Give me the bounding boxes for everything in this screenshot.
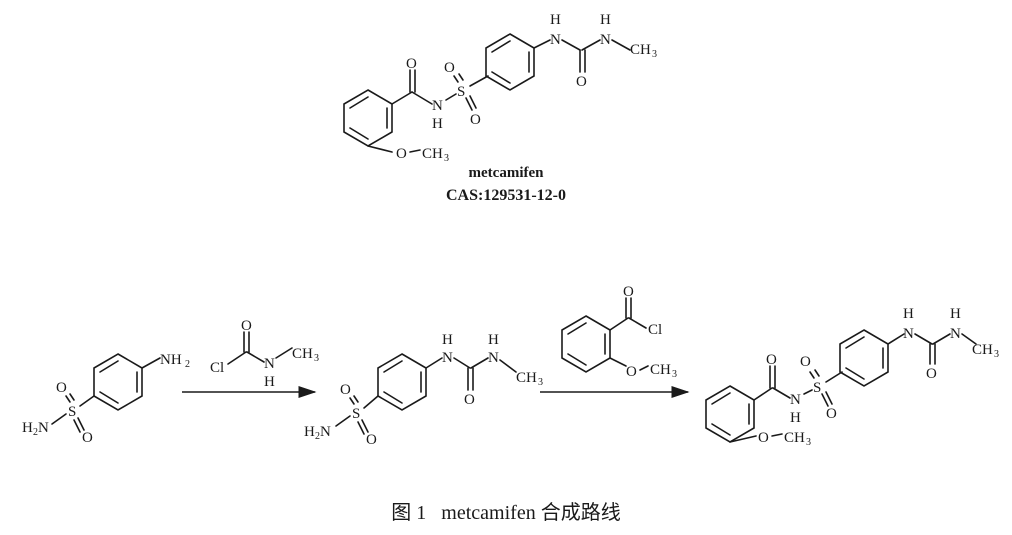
atom-o: O [826, 406, 837, 422]
atom-o: O [340, 382, 351, 398]
figure-caption-text: metcamifen 合成路线 [441, 502, 621, 524]
atom-h: H [22, 420, 33, 436]
atom-o: O [241, 318, 252, 334]
atom-o: O [926, 366, 937, 382]
atom-o: O [366, 432, 377, 448]
atom-h: H [442, 332, 453, 348]
atom-h: H [264, 374, 275, 390]
atom-ch: CH [422, 146, 443, 162]
figure-caption: 图 1 metcamifen 合成路线 [0, 496, 1012, 525]
atom-sub: 3 [652, 49, 657, 60]
atom-s: S [352, 406, 360, 422]
atom-o: O [406, 56, 417, 72]
atom-o: O [626, 364, 637, 380]
atom-o: O [464, 392, 475, 408]
atom-n: N [903, 326, 914, 342]
atom-h: H [790, 410, 801, 426]
atom-sub: 2 [315, 431, 320, 442]
atom-s: S [457, 84, 465, 100]
atom-o: O [82, 430, 93, 446]
atom-cl: Cl [648, 322, 662, 338]
atom-n: N [38, 420, 49, 436]
atom-sub: 3 [538, 377, 543, 388]
atom-n: N [264, 356, 275, 372]
atom-n: N [432, 98, 443, 114]
atom-h: H [600, 12, 611, 28]
atom-h: H [550, 12, 561, 28]
atom-cl: Cl [210, 360, 224, 376]
sulfanilamide-structure: NH 2 S O O H 2 N [22, 352, 190, 446]
atom-sub: 2 [33, 427, 38, 438]
atom-o: O [766, 352, 777, 368]
atom-s: S [813, 380, 821, 396]
atom-ch: CH [292, 346, 313, 362]
atom-n: N [320, 424, 331, 440]
compound-cas-number: CAS:129531-12-0 [446, 187, 566, 204]
atom-h: H [903, 306, 914, 322]
reagent-methylcarbamoyl-chloride: Cl O N H CH 3 [210, 318, 319, 390]
intermediate-structure: N H O N H CH 3 S O O H 2 N [304, 332, 543, 448]
compound-name: metcamifen [468, 165, 544, 181]
atom-sub: 3 [444, 153, 449, 164]
atom-o: O [800, 354, 811, 370]
atom-o: O [576, 74, 587, 90]
atom-s: S [68, 404, 76, 420]
atom-sub: 3 [672, 369, 677, 380]
atom-ch: CH [784, 430, 805, 446]
figure-label: 图 1 [391, 502, 427, 524]
atom-n: N [442, 350, 453, 366]
atom-ch: CH [630, 42, 651, 58]
atom-sub: 3 [314, 353, 319, 364]
atom-sub: 2 [185, 359, 190, 370]
atom-o: O [758, 430, 769, 446]
atom-n: N [488, 350, 499, 366]
atom-ch: CH [972, 342, 993, 358]
atom-o: O [470, 112, 481, 128]
atom-o: O [444, 60, 455, 76]
reagent-methoxybenzoyl-chloride: O Cl O CH 3 [561, 284, 677, 380]
atom-ch: CH [650, 362, 671, 378]
atom-h: H [488, 332, 499, 348]
atom-n: N [950, 326, 961, 342]
atom-h: H [432, 116, 443, 132]
atom-ch: CH [516, 370, 537, 386]
atom-sub: 3 [806, 437, 811, 448]
atom-sub: 3 [994, 349, 999, 360]
metcamifen-structure: O CH 3 O N H S O O N H O N H [343, 12, 657, 164]
atom-o: O [396, 146, 407, 162]
atom-o: O [623, 284, 634, 300]
product-structure: O CH 3 O N H S O O N H O N H CH 3 [705, 306, 999, 448]
atom-n: N [600, 32, 611, 48]
atom-h: H [950, 306, 961, 322]
atom-h: H [304, 424, 315, 440]
atom-o: O [56, 380, 67, 396]
atom-nh: NH [160, 352, 182, 368]
atom-n: N [790, 392, 801, 408]
atom-n: N [550, 32, 561, 48]
